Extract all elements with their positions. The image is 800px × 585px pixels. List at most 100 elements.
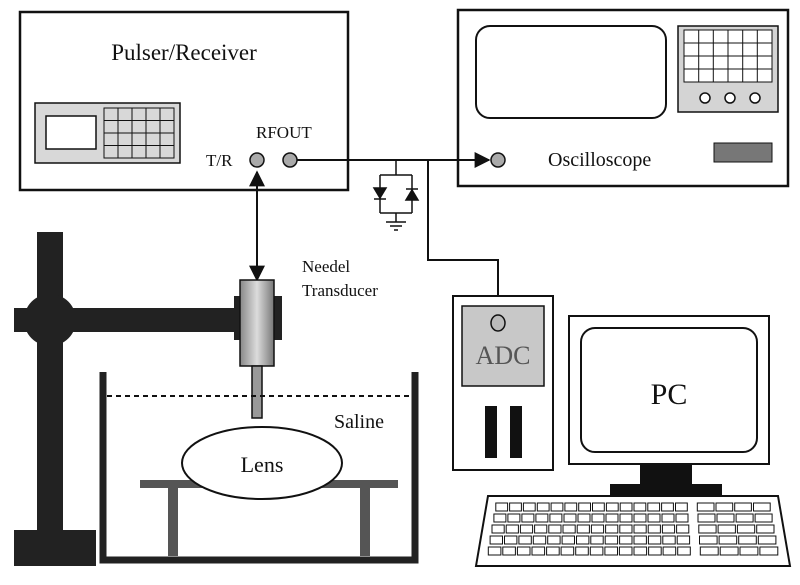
keyboard-key (548, 524, 562, 534)
pc-label: PC (651, 378, 688, 411)
keyboard-key (502, 546, 516, 556)
monitor-neck (640, 464, 692, 484)
oscilloscope-label: Oscilloscope (548, 149, 651, 171)
oscilloscope-control-panel (677, 25, 779, 113)
keyboard-key (546, 546, 560, 556)
keyboard-key (633, 502, 647, 512)
keypad-key (753, 502, 771, 512)
keyboard-key (535, 513, 549, 523)
keyboard-key (589, 546, 604, 556)
keyboard-key (676, 535, 691, 545)
keyboard-key (575, 546, 589, 556)
oscilloscope-input-connector (490, 152, 506, 168)
keyboard-key (676, 524, 690, 534)
transducer-label-line2: Transducer (302, 281, 378, 300)
keyboard-key (562, 524, 576, 534)
keypad-key (717, 524, 736, 534)
keyboard-key (619, 513, 633, 523)
keyboard-key (507, 513, 521, 523)
keyboard-key (592, 502, 605, 512)
keyboard-key (531, 546, 546, 556)
keyboard-key (578, 502, 592, 512)
keypad-key (699, 546, 719, 556)
keyboard-key (489, 535, 504, 545)
keyboard-key (591, 513, 605, 523)
keyboard-key (647, 524, 661, 534)
keyboard-key (648, 546, 662, 556)
keyboard-key (576, 524, 590, 534)
transducer-label-line1: Needel (302, 257, 350, 276)
oscilloscope-display-slot (713, 142, 773, 163)
diode-limiter-symbol (372, 160, 420, 231)
keypad-key (738, 535, 757, 545)
keyboard-key (536, 502, 550, 512)
keypad-key (715, 502, 734, 512)
keypad-key (757, 535, 777, 545)
pulser-receiver-title: Pulser/Receiver (111, 40, 257, 65)
keypad-key (696, 502, 715, 512)
keyboard-key (504, 535, 518, 545)
keyboard-key (532, 535, 547, 545)
keyboard-key (661, 524, 676, 534)
keyboard-key (633, 546, 648, 556)
keyboard-key (619, 502, 633, 512)
keyboard-key (619, 535, 633, 545)
keyboard (474, 495, 792, 567)
keyboard-key (493, 513, 507, 523)
keyboard-key (487, 546, 502, 556)
saline-tank: Saline Lens (99, 372, 419, 564)
keyboard-key (590, 524, 605, 534)
keyboard-key (675, 502, 688, 512)
keyboard-key (547, 535, 561, 545)
oscilloscope-screen (475, 25, 667, 119)
keypad-key (756, 524, 775, 534)
adc-input-connector (490, 314, 506, 332)
keypad-key (754, 513, 773, 523)
keyboard-key (590, 535, 604, 545)
keypad-key (698, 524, 717, 534)
pulser-receiver-unit: Pulser/Receiver T/R RFOUT (18, 10, 350, 192)
keyboard-key (675, 513, 689, 523)
keyboard-key (605, 513, 619, 523)
keyboard-key (505, 524, 519, 534)
keyboard-key (522, 502, 536, 512)
keyboard-key (519, 524, 534, 534)
keyboard-key (516, 546, 531, 556)
keyboard-key (661, 502, 674, 512)
monitor-base (610, 484, 722, 495)
drive-bay-left (485, 406, 497, 458)
keyboard-key (633, 513, 647, 523)
oscilloscope-unit: Oscilloscope (456, 8, 790, 188)
rfout-port-connector (282, 152, 298, 168)
keyboard-key (564, 502, 578, 512)
lens-label: Lens (241, 452, 284, 477)
keyboard-key (495, 502, 509, 512)
transducer-needle (251, 365, 263, 419)
keypad-key (718, 535, 738, 545)
keyboard-key (661, 513, 675, 523)
keyboard-key (605, 524, 619, 534)
rfout-port-label: RFOUT (256, 123, 312, 142)
keyboard-key (618, 546, 633, 556)
keyboard-key (633, 535, 647, 545)
pc-screen (580, 327, 758, 453)
lens-specimen (181, 426, 343, 500)
keypad-key (759, 546, 779, 556)
adc-label: ADC (476, 341, 531, 370)
keyboard-key (604, 535, 619, 545)
keypad-key (719, 546, 739, 556)
keyboard-key (491, 524, 505, 534)
keypad-key (699, 535, 718, 545)
keyboard-key (518, 535, 532, 545)
keyboard-key (561, 535, 575, 545)
keyboard-key (647, 502, 661, 512)
keyboard-key (563, 513, 577, 523)
keyboard-key (662, 535, 676, 545)
keyboard-key (509, 502, 522, 512)
keypad-key (735, 513, 754, 523)
keyboard-key (577, 513, 591, 523)
keypad-key (716, 513, 735, 523)
tr-port-connector (249, 152, 265, 168)
